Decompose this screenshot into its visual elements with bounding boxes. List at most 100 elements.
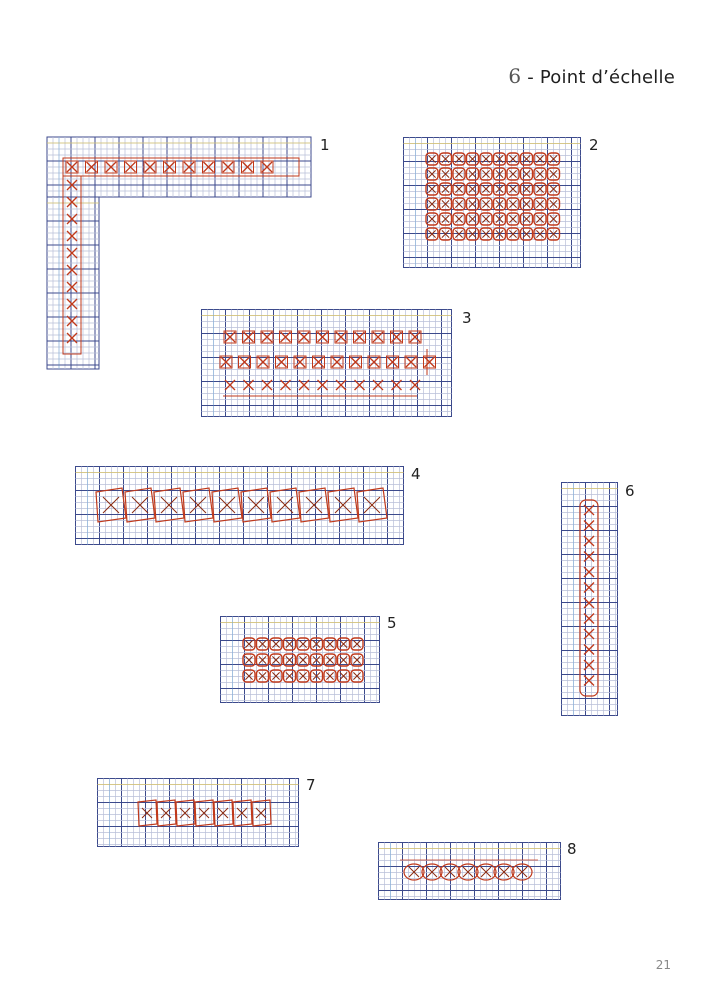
stitch-cross	[312, 656, 321, 664]
stitch-leg	[258, 640, 267, 648]
stitch-leg	[164, 161, 175, 173]
stitch-leg	[549, 215, 558, 223]
stitch-loop	[438, 152, 453, 166]
stitch-leg	[368, 356, 380, 368]
stitch-frame	[353, 330, 366, 344]
stitch-leg	[326, 672, 334, 680]
stitch-loop	[492, 152, 507, 166]
stitch-leg	[335, 331, 347, 343]
stitch-cross	[298, 379, 310, 391]
stitch-loop	[533, 152, 547, 166]
stitch-leg	[441, 230, 450, 238]
stitch-leg	[294, 356, 306, 368]
stitch-leg	[495, 230, 504, 238]
stitch-leg	[326, 640, 334, 648]
stitch-outline	[62, 175, 82, 355]
stitch-loop	[298, 487, 330, 523]
stitch-leg	[179, 807, 191, 819]
stitch-leg	[298, 331, 310, 343]
stitch-loop	[255, 653, 270, 667]
stitch-loop	[269, 637, 283, 651]
stitch-cross	[482, 155, 490, 163]
stitch-cross	[331, 356, 343, 368]
stitch-loop	[506, 197, 520, 211]
title-number: 6	[508, 64, 522, 88]
stitch-leg	[66, 298, 78, 310]
stitch-leg	[66, 264, 78, 276]
stitch-loop	[438, 197, 453, 211]
stitch-leg	[312, 656, 321, 664]
stitch-leg	[444, 866, 456, 878]
stitch-frame	[260, 330, 274, 344]
stitch-leg	[183, 161, 195, 173]
stitch-leg	[285, 656, 294, 664]
stitch-cross	[261, 379, 273, 391]
stitch-leg	[317, 379, 328, 391]
stitch-cross	[272, 640, 280, 648]
stitch-cross	[236, 807, 248, 819]
stitch-cross	[428, 185, 436, 193]
stitch-cross	[335, 379, 347, 391]
stitch-cross	[516, 866, 528, 878]
stitch-cross	[299, 672, 307, 680]
stitch-loop	[533, 167, 547, 181]
stitch-leg	[583, 504, 595, 516]
stitch-cross	[428, 200, 436, 208]
stitch-frame	[293, 355, 307, 369]
stitch-cross	[144, 161, 156, 173]
stitch-leg	[468, 200, 477, 208]
stitch-leg	[583, 659, 595, 671]
stitch-cross	[428, 215, 436, 223]
stitch-cross	[179, 807, 191, 819]
stitch-frame	[316, 330, 329, 344]
stitch-frame	[182, 160, 196, 174]
stitch-cross	[368, 356, 380, 368]
stitch-leg	[372, 331, 384, 343]
stitch-cross	[276, 496, 294, 514]
stitch-cross	[424, 356, 435, 368]
stitch-leg	[428, 230, 436, 238]
stitch-leg	[245, 640, 253, 648]
stitch-leg	[354, 331, 365, 343]
stitch-cross	[468, 170, 477, 178]
stitch-cross	[218, 496, 236, 514]
stitch-cross	[66, 315, 78, 327]
stitch-cross	[583, 582, 595, 593]
stitch-leg	[455, 155, 463, 163]
stitch-cross	[66, 281, 78, 293]
stitch-cross	[160, 496, 178, 514]
stitch-leg	[243, 379, 254, 391]
stitch-cross	[536, 185, 544, 193]
stitch-cross	[125, 161, 136, 173]
stitch-cross	[583, 613, 595, 624]
stitch-loop	[242, 637, 256, 651]
stitch-leg	[335, 379, 347, 391]
stitch-cross	[495, 200, 504, 208]
stitch-loop	[242, 669, 256, 683]
stitch-loop	[465, 197, 480, 211]
stitch-cross	[536, 230, 544, 238]
stitch-loop	[475, 863, 497, 881]
stitch-cross	[131, 496, 149, 514]
stitch-cross	[258, 672, 267, 680]
stitch-loop	[327, 487, 359, 523]
stitch-leg	[482, 230, 490, 238]
stitch-leg	[426, 866, 438, 878]
stitch-cross	[522, 170, 531, 178]
stitch-leg	[224, 331, 236, 343]
stitch-cross	[482, 185, 490, 193]
stitch-cross	[536, 155, 544, 163]
stitch-leg	[285, 672, 294, 680]
stitch-cross	[312, 672, 321, 680]
stitch-leg	[509, 215, 517, 223]
stitch-loop	[492, 212, 507, 226]
stitch-leg	[261, 161, 273, 173]
stitch-leg	[455, 170, 463, 178]
stitch-cross	[326, 656, 334, 664]
stitch-leg	[428, 170, 436, 178]
stitch-frame	[312, 355, 325, 369]
stitch-leg	[66, 247, 78, 259]
stitch-frame	[349, 355, 362, 369]
stitch-frame	[143, 160, 157, 174]
stitch-leg	[339, 672, 348, 680]
